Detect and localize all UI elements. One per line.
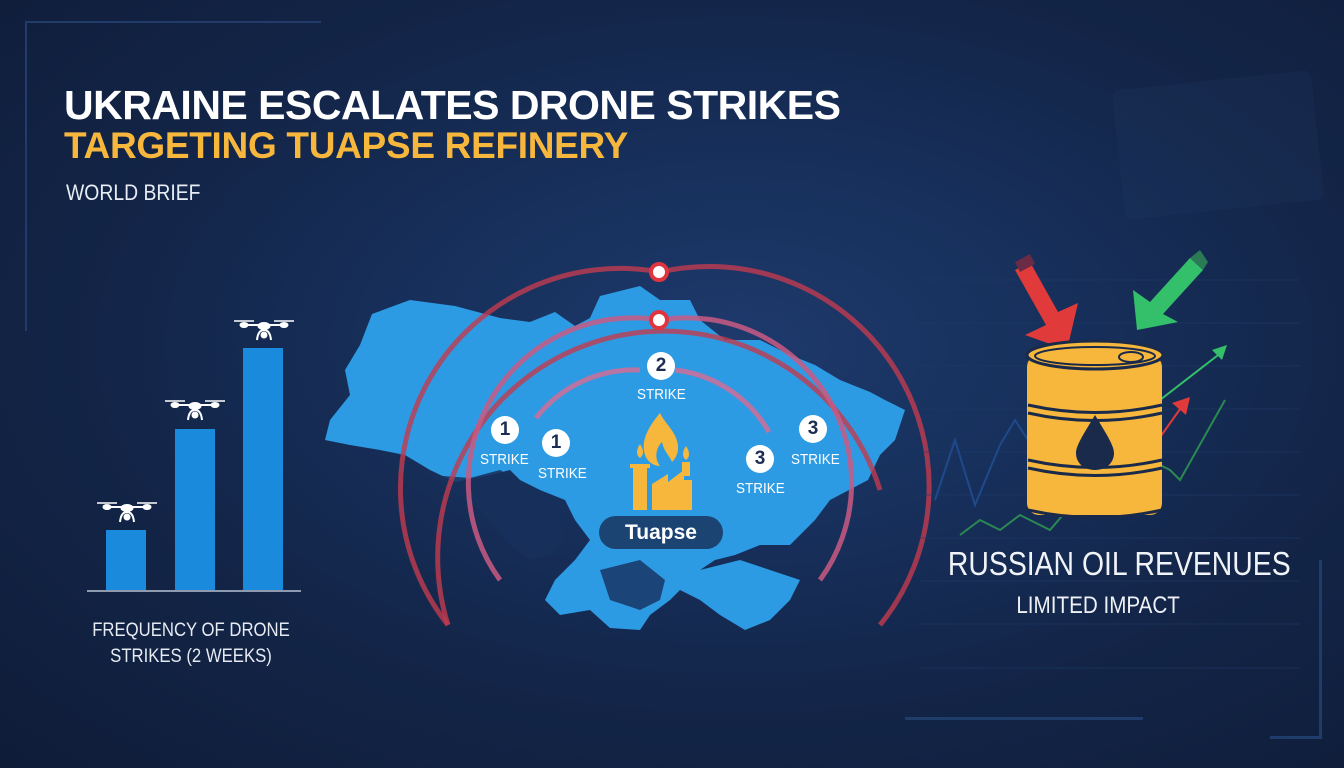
strike-marker-3b[interactable]: 3 [799, 415, 827, 443]
bar-1 [106, 530, 146, 590]
oil-revenue-subtitle-text: LIMITED IMPACT [1016, 592, 1180, 619]
strike-label: STRIKE [791, 451, 840, 468]
strike-label: STRIKE [480, 451, 529, 468]
oil-drop-icon [1076, 415, 1114, 470]
green-down-arrow-icon [1133, 250, 1208, 330]
chart-caption: FREQUENCY OF DRONE STRIKES (2 WEEKS) [60, 618, 322, 670]
strike-marker-1a[interactable]: 1 [491, 416, 519, 444]
brand-label: WORLD BRIEF [66, 180, 201, 205]
target-pin-icon [649, 310, 669, 330]
strike-label: STRIKE [637, 386, 686, 403]
outer-ring [435, 328, 883, 626]
refinery-icon [630, 413, 692, 510]
target-pin-icon [649, 262, 669, 282]
strike-label: STRIKE [538, 465, 587, 482]
strike-marker-2[interactable]: 2 [647, 352, 675, 380]
oil-barrel-icon [1025, 339, 1165, 519]
chart-caption-line1: FREQUENCY OF DRONE [92, 620, 290, 641]
map-shape [325, 286, 905, 630]
oil-revenue-title: RUSSIAN OIL REVENUES [920, 545, 1291, 583]
bar-3 [243, 348, 283, 590]
decorative-line-bottom [905, 717, 1143, 720]
red-down-arrow-icon [1015, 254, 1078, 350]
chart-baseline [87, 590, 301, 592]
strike-label: STRIKE [736, 480, 785, 497]
bar-2 [175, 429, 215, 590]
trend-arrow-red [1157, 404, 1184, 441]
drone-icon [165, 400, 225, 421]
decorative-frame-bottom-right [1270, 560, 1322, 739]
drone-icon [97, 502, 157, 523]
oil-revenue-subtitle: LIMITED IMPACT [920, 592, 1276, 620]
inner-ring [534, 367, 641, 420]
trend-line-dark [934, 418, 1029, 508]
headline-subtitle: TARGETING TUAPSE REFINERY [64, 125, 628, 166]
oil-revenue-title-text: RUSSIAN OIL REVENUES [947, 545, 1291, 582]
strike-marker-1b[interactable]: 1 [542, 429, 570, 457]
headline-title: UKRAINE ESCALATES DRONE STRIKES [64, 82, 841, 128]
chart-caption-line2: STRIKES (2 WEEKS) [110, 646, 272, 667]
drone-icon [234, 320, 294, 341]
trend-arrow-green [1159, 351, 1223, 401]
strike-marker-3a[interactable]: 3 [746, 445, 774, 473]
decorative-frame-top-left [25, 21, 321, 331]
location-badge-tuapse[interactable]: Tuapse [599, 516, 723, 549]
